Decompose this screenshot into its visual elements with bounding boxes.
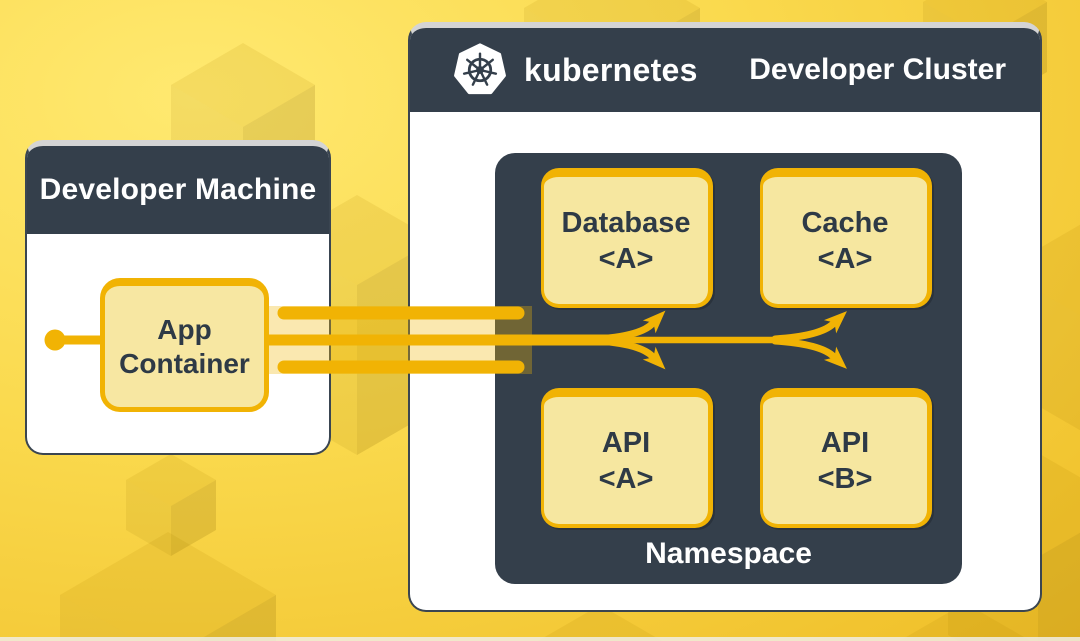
service-instance: <B> [817, 462, 873, 495]
service-name: Cache [801, 206, 889, 239]
cluster-title: Developer Cluster [749, 53, 1006, 86]
app-container-node: App Container [100, 278, 269, 412]
service-instance: <A> [598, 242, 654, 275]
service-node-api-a: API <A> [541, 388, 713, 528]
service-name: API [820, 426, 870, 459]
namespace-panel: Database <A> Cache <A> API <A> API <B> N… [495, 153, 962, 584]
service-node-cache-a: Cache <A> [760, 168, 932, 308]
service-name: Database [561, 206, 691, 239]
developer-machine-title: Developer Machine [39, 173, 317, 206]
service-instance: <A> [598, 462, 654, 495]
developer-cluster-header: kubernetes Developer Cluster [410, 28, 1040, 112]
service-instance: <A> [817, 242, 873, 275]
service-name: API [601, 426, 651, 459]
kubernetes-wordmark: kubernetes [524, 51, 698, 88]
service-node-api-b: API <B> [760, 388, 932, 528]
kubernetes-logo-icon [452, 42, 508, 98]
bottom-edge-strip [0, 637, 1080, 641]
app-container-label-line2: Container [119, 347, 250, 379]
developer-cluster-window: kubernetes Developer Cluster Database <A… [408, 22, 1042, 612]
developer-machine-window: Developer Machine App Container [25, 140, 331, 455]
app-container-label-line1: App [157, 313, 212, 345]
namespace-label: Namespace [645, 537, 812, 570]
service-node-database-a: Database <A> [541, 168, 713, 308]
developer-machine-header: Developer Machine [27, 146, 329, 234]
